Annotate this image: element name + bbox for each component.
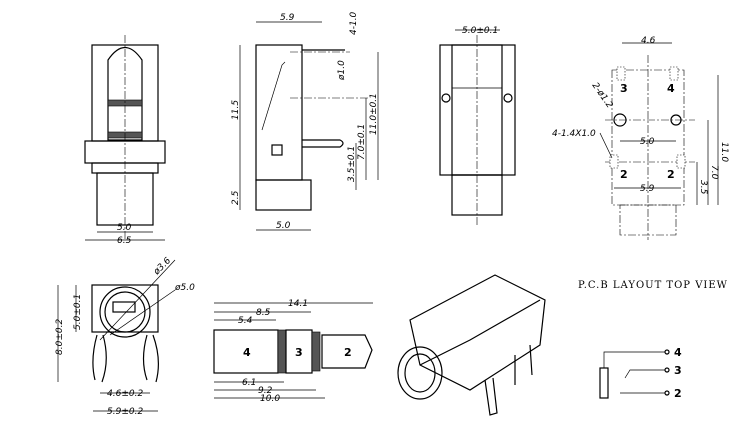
pcb-pin-2b: 2	[667, 168, 675, 181]
pcb-dim-7.0: 7.0	[709, 165, 719, 180]
schematic: 4 3 2	[599, 346, 682, 400]
side-dim-7.0: 7.0±0.1	[357, 124, 367, 160]
pcb-dim-3.5: 3.5	[698, 180, 708, 195]
isometric-view	[397, 274, 546, 416]
front-dim-6.5: 6.5	[117, 236, 132, 246]
face-dim-d3.6: ø3.6	[151, 256, 173, 278]
pcb-dim-5.0: 5.0	[640, 137, 655, 147]
face-dim-5.0: 5.0±0.1	[73, 294, 83, 330]
pcb-dim-holes: 2-ø1.2	[590, 81, 615, 111]
plug-segment-2: 2	[344, 346, 352, 359]
pcb-dim-pads: 4-1.4X1.0	[552, 129, 596, 139]
plug-dim-8.5: 8.5	[256, 308, 271, 318]
pcb-dim-5.9: 5.9	[640, 184, 655, 194]
side-dim-hole: ø1.0	[337, 60, 347, 81]
face-dim-5.9: 5.9±0.2	[107, 407, 143, 417]
plug-view: 4 3 2 14.1 8.5 5.4 6.1 9.2 10.0	[213, 299, 373, 404]
front-dim-5.0: 5.0	[117, 223, 132, 233]
side-dim-2.5: 2.5	[231, 190, 241, 205]
top-view: 5.0±0.1	[439, 26, 516, 225]
side-dim-3.5: 3.5±0.1	[347, 146, 357, 182]
plug-segment-3: 3	[295, 346, 303, 359]
pcb-pin-4: 4	[667, 82, 675, 95]
face-dim-8.0: 8.0±0.2	[55, 319, 65, 355]
face-dim-d5.0: ø5.0	[174, 283, 195, 293]
face-view: ø3.6 ø5.0 5.0±0.1 8.0±0.2 4.6±0.2 5.9±0.…	[55, 256, 195, 417]
plug-dim-9.2: 9.2	[258, 386, 273, 396]
pcb-footprint-view: 4.6 3 4 2 2 2-ø1.2 4-1.4X1.0 5.0 5.9 11.…	[552, 36, 729, 240]
plug-dim-14.1: 14.1	[288, 299, 308, 309]
side-dim-pin: 4-1.0	[349, 11, 359, 35]
plug-dim-5.4: 5.4	[238, 316, 253, 326]
top-dim-5.0: 5.0±0.1	[462, 26, 498, 36]
schematic-pin-2: 2	[674, 387, 682, 400]
pcb-pin-2a: 2	[620, 168, 628, 181]
side-dim-11.0: 11.0±0.1	[369, 93, 379, 135]
side-dim-5.0: 5.0	[276, 221, 291, 231]
schematic-pin-4: 4	[674, 346, 682, 359]
plug-dim-10.0: 10.0	[260, 394, 280, 404]
pcb-layout-title: P.C.B LAYOUT TOP VIEW	[578, 280, 728, 291]
schematic-pin-3: 3	[674, 364, 682, 377]
plug-dim-6.1: 6.1	[242, 378, 256, 388]
front-view: 5.0 6.5	[84, 35, 166, 246]
pcb-dim-11.0: 11.0	[719, 142, 729, 162]
pcb-dim-4.6: 4.6	[641, 36, 656, 46]
plug-segment-4: 4	[243, 346, 251, 359]
pcb-pin-3: 3	[620, 82, 628, 95]
side-dim-11.5: 11.5	[231, 100, 241, 120]
side-view: 5.9 11.5 2.5 5.0 4-1.0 ø1.0 11.0±0.1 7.0…	[231, 11, 379, 231]
face-dim-4.6: 4.6±0.2	[107, 389, 143, 399]
side-dim-5.9: 5.9	[280, 13, 295, 23]
